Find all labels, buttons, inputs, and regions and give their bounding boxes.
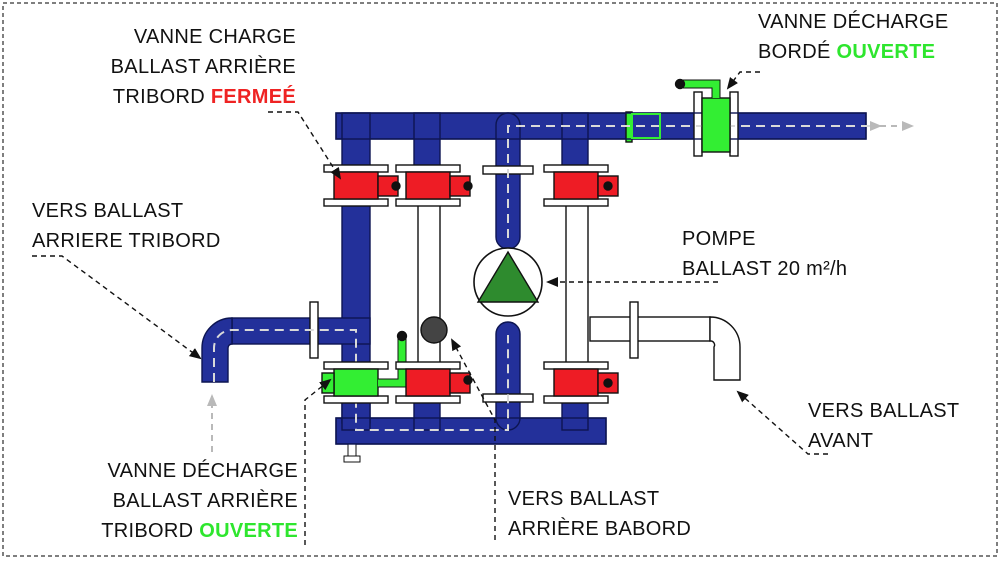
butterfly-valve-icon (323, 164, 401, 207)
forward-pipe (589, 316, 711, 342)
overboard-valve-label-line1: VANNE DÉCHARGE (758, 11, 949, 33)
charge-valve-label: VANNE CHARGE BALLAST ARRIÈRE TRIBORD FER… (60, 22, 296, 112)
forward-label-line1: VERS BALLAST (808, 400, 960, 422)
pump-label-line1: POMPE (682, 228, 756, 250)
butterfly-valve-icon (631, 78, 731, 153)
butterfly-valve-icon (543, 361, 619, 404)
pump-label: POMPE BALLAST 20 m²/h (682, 224, 847, 284)
aft-starboard-label-line2: ARRIERE TRIBORD (32, 230, 221, 252)
butterfly-valve-icon (321, 330, 408, 404)
aft-port-label-line2: ARRIÈRE BABORD (508, 518, 692, 540)
centrifugal-pump-icon (473, 247, 543, 317)
butterfly-valve-icon (395, 361, 473, 404)
discharge-valve-label-line1: VANNE DÉCHARGE (107, 460, 298, 482)
valve-set (321, 78, 731, 404)
leader-charge-valve (268, 111, 342, 180)
leader-overboard-valve (726, 71, 760, 90)
charge-valve-label-line1: VANNE CHARGE (133, 26, 296, 48)
flow-path (213, 121, 882, 431)
leader-forward (736, 390, 828, 455)
discharge-valve-label-line2: BALLAST ARRIÈRE (112, 490, 298, 512)
discharge-valve-label-line3: TRIBORD (101, 520, 200, 542)
leader-aft-starboard (32, 255, 202, 360)
aft-starboard-label: VERS BALLAST ARRIERE TRIBORD (32, 196, 221, 256)
idle-pipe-branch4 (565, 199, 589, 367)
butterfly-valve-icon (395, 164, 473, 207)
aft-starboard-elbow (201, 317, 233, 383)
overboard-valve-label: VANNE DÉCHARGE BORDÉ OUVERTE (758, 7, 949, 67)
leader-aft-port (451, 338, 496, 540)
drain-cock-icon (343, 443, 361, 463)
aft-port-label-line1: VERS BALLAST (508, 488, 660, 510)
branch2-top-stub (413, 112, 441, 174)
charge-valve-status: FERMEÉ (210, 86, 296, 108)
charge-valve-label-line2: BALLAST ARRIÈRE (110, 56, 296, 78)
pump-discharge-pipe (495, 112, 521, 250)
butterfly-valve-icon (543, 164, 619, 207)
discharge-valve-label: VANNE DÉCHARGE BALLAST ARRIÈRE TRIBORD O… (40, 456, 298, 546)
forward-label-line2: AVANT (808, 430, 874, 452)
charge-valve-label-line3: TRIBORD (112, 86, 211, 108)
aft-starboard-label-line1: VERS BALLAST (32, 200, 184, 222)
flange (729, 91, 739, 157)
pump-label-line2: BALLAST 20 m²/h (682, 258, 848, 280)
overboard-valve-label-line2: BORDÉ (758, 41, 837, 63)
callout-leaders (32, 71, 828, 545)
leader-discharge-valve (304, 378, 332, 545)
forward-label: VERS BALLAST AVANT (808, 396, 959, 456)
forward-elbow (709, 316, 741, 381)
flange (693, 91, 703, 157)
overboard-valve-status: OUVERTE (836, 41, 936, 63)
aft-port-label: VERS BALLAST ARRIÈRE BABORD (508, 484, 691, 544)
check-valve-ball-icon (420, 316, 448, 344)
discharge-valve-status: OUVERTE (199, 520, 298, 542)
flange (629, 301, 639, 359)
branch4-top-stub (561, 112, 589, 174)
